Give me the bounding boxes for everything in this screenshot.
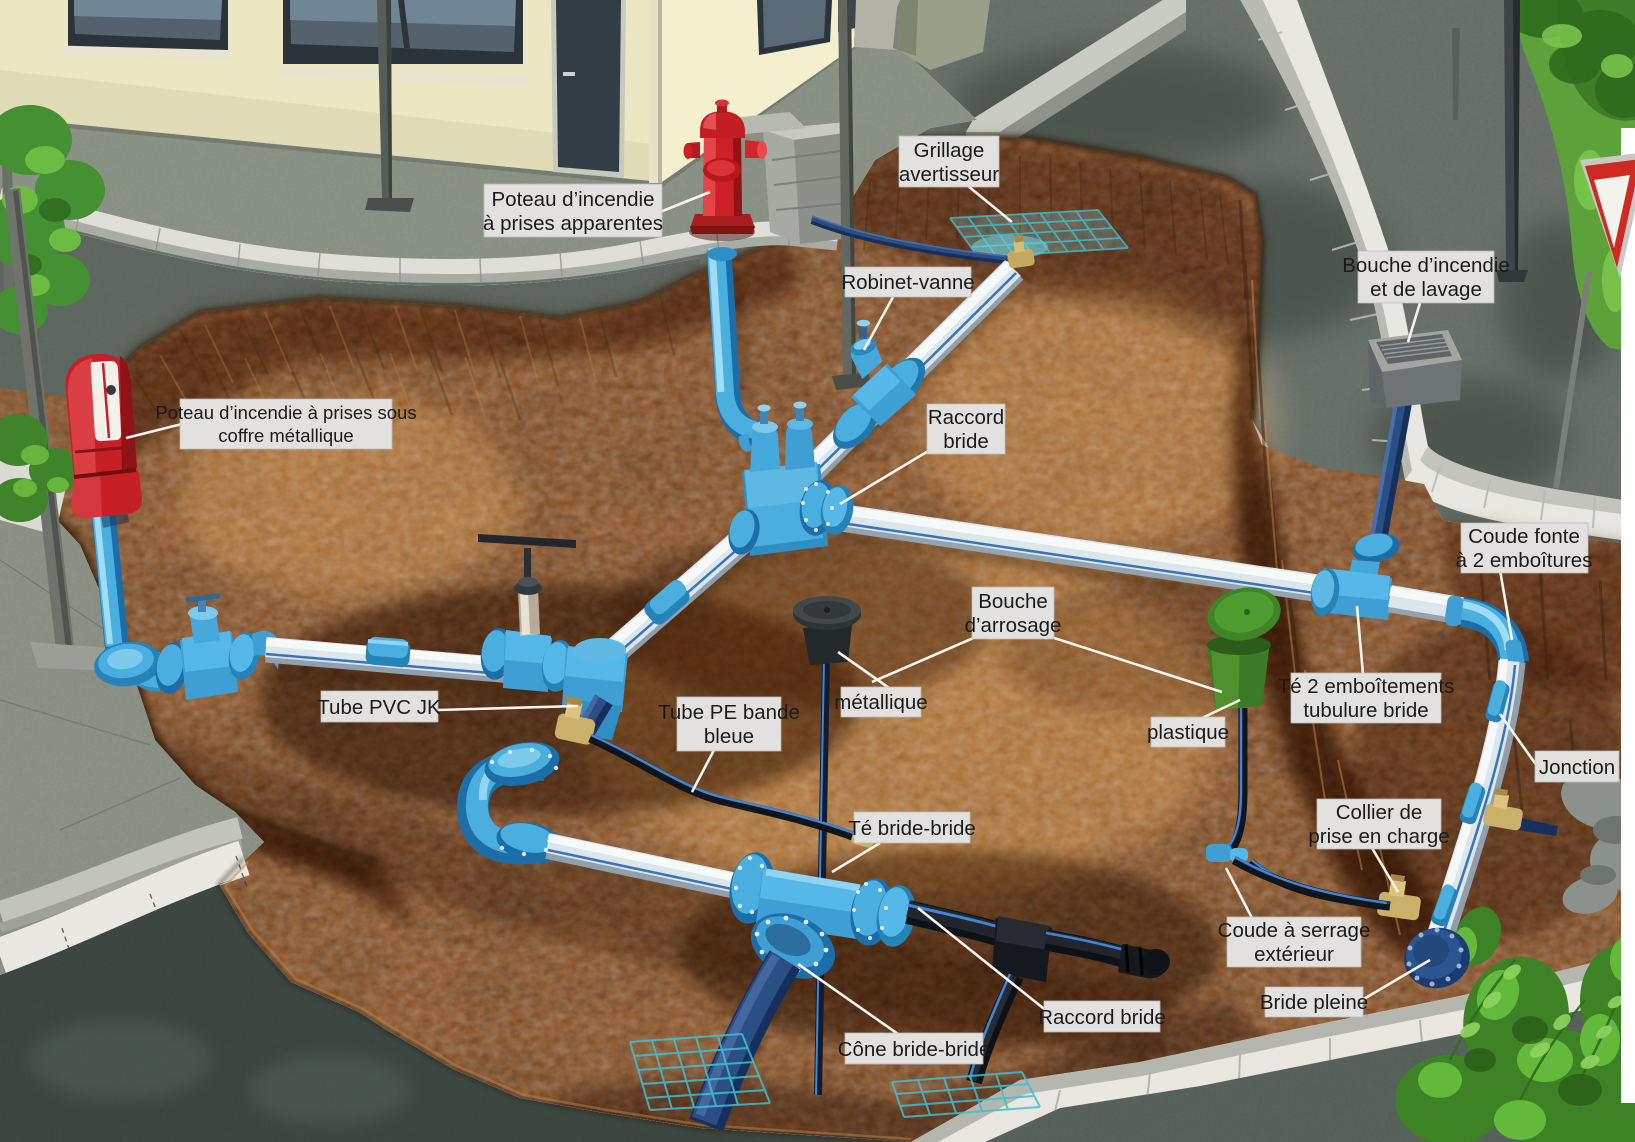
svg-text:Poteau d’incendie à prises sou: Poteau d’incendie à prises sous: [155, 402, 416, 423]
svg-text:coffre métallique: coffre métallique: [218, 425, 353, 446]
svg-text:Coude à serrage: Coude à serrage: [1218, 919, 1371, 942]
svg-text:tubulure bride: tubulure bride: [1303, 699, 1428, 722]
svg-text:Jonction: Jonction: [1539, 756, 1615, 779]
svg-text:à prises apparentes: à prises apparentes: [483, 212, 663, 235]
svg-text:Cône bride-bride: Cône bride-bride: [838, 1038, 991, 1061]
svg-text:avertisseur: avertisseur: [899, 163, 999, 186]
svg-text:et de lavage: et de lavage: [1370, 278, 1482, 301]
svg-text:Coude fonte: Coude fonte: [1468, 525, 1580, 548]
svg-text:bride: bride: [943, 430, 989, 453]
svg-text:à 2 emboîtures: à 2 emboîtures: [1456, 549, 1593, 572]
svg-text:Raccord: Raccord: [928, 406, 1004, 429]
svg-text:Bouche: Bouche: [978, 590, 1048, 613]
svg-text:Té bride-bride: Té bride-bride: [848, 817, 976, 840]
svg-text:Collier de: Collier de: [1336, 801, 1423, 824]
svg-text:Tube PVC JK: Tube PVC JK: [317, 696, 441, 719]
svg-text:bleue: bleue: [704, 725, 754, 748]
svg-text:prise en charge: prise en charge: [1308, 825, 1449, 848]
svg-text:Raccord bride: Raccord bride: [1038, 1006, 1166, 1029]
svg-text:Grillage: Grillage: [914, 139, 985, 162]
svg-text:Bride pleine: Bride pleine: [1260, 991, 1368, 1014]
svg-text:plastique: plastique: [1147, 721, 1229, 744]
svg-text:Té 2 emboîtements: Té 2 emboîtements: [1278, 675, 1455, 698]
svg-text:extérieur: extérieur: [1254, 943, 1334, 966]
svg-text:métallique: métallique: [834, 691, 927, 714]
svg-text:Tube PE bande: Tube PE bande: [658, 701, 800, 724]
svg-text:Robinet-vanne: Robinet-vanne: [841, 271, 974, 294]
svg-text:Poteau d’incendie: Poteau d’incendie: [492, 188, 655, 211]
svg-text:Bouche d’incendie: Bouche d’incendie: [1342, 254, 1510, 277]
svg-text:d’arrosage: d’arrosage: [965, 614, 1062, 637]
